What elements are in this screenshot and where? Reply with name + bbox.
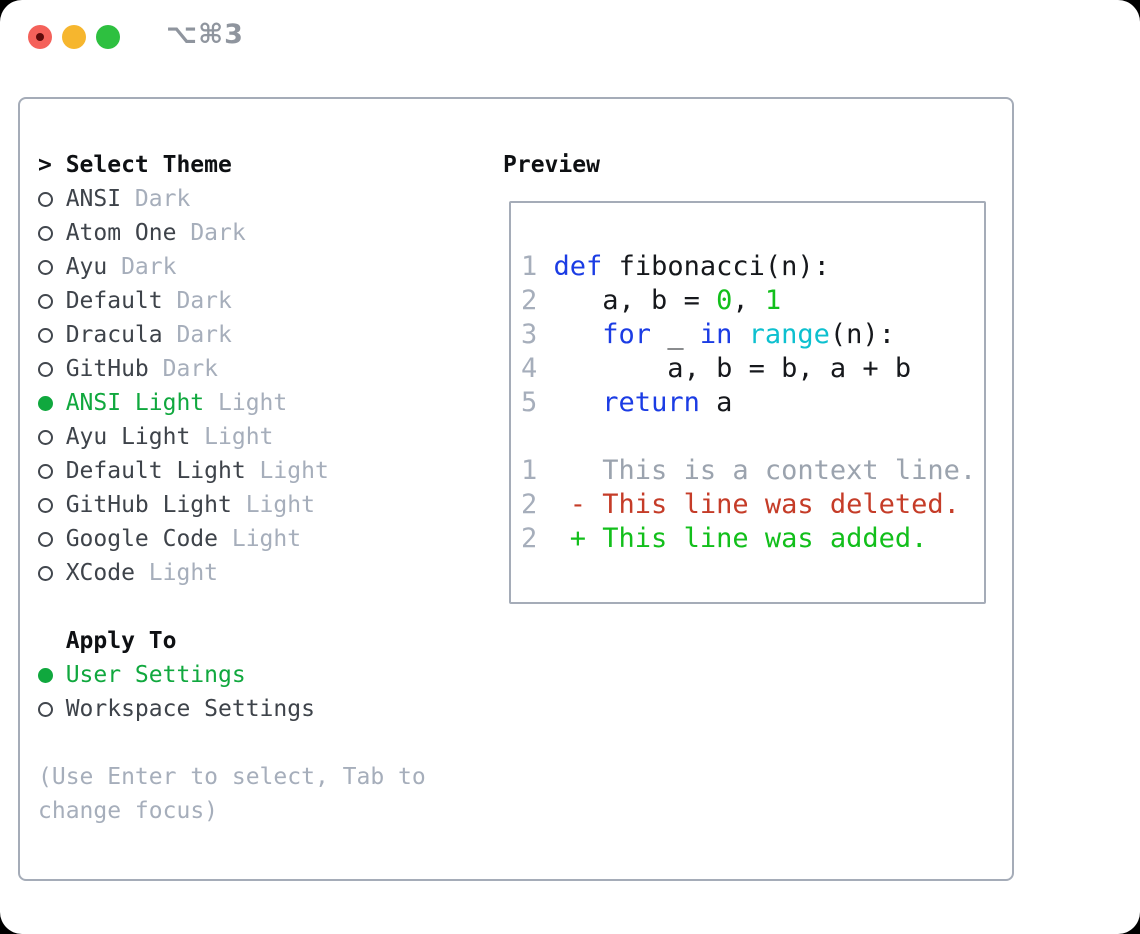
theme-option-default[interactable]: Default Dark — [38, 284, 329, 318]
radio-icon — [38, 216, 66, 250]
theme-variant-tag: Light — [190, 424, 274, 450]
apply-option-workspace-settings[interactable]: Workspace Settings — [38, 692, 315, 726]
code-line: 2 a, b = 0, 1 — [521, 285, 782, 316]
theme-option-github[interactable]: GitHub Dark — [38, 352, 329, 386]
line-number: 4 — [521, 353, 538, 384]
theme-list-title: Select Theme — [65, 152, 232, 178]
theme-option-atom-one[interactable]: Atom One Dark — [38, 216, 329, 250]
line-number: 2 — [521, 285, 538, 316]
code-line: 5 return a — [521, 387, 733, 418]
code-line: 1 def fibonacci(n): — [521, 251, 830, 282]
radio-icon — [38, 488, 66, 522]
theme-option-dracula[interactable]: Dracula Dark — [38, 318, 329, 352]
radio-icon — [38, 454, 66, 488]
hint-text: (Use Enter to select, Tab to change focus… — [38, 760, 426, 828]
theme-option-default-light[interactable]: Default Light Light — [38, 454, 329, 488]
radio-icon — [38, 692, 66, 726]
theme-name: Ayu Light — [65, 424, 191, 450]
theme-variant-tag: Dark — [176, 220, 246, 246]
theme-option-ayu[interactable]: Ayu Dark — [38, 250, 329, 284]
apply-to-header-row: Apply To — [38, 624, 315, 658]
theme-variant-tag: Dark — [107, 254, 177, 280]
window-title: ⌥⌘3 — [166, 19, 244, 50]
cursor-icon: > — [38, 152, 52, 178]
line-number: 5 — [521, 387, 538, 418]
theme-option-github-light[interactable]: GitHub Light Light — [38, 488, 329, 522]
radio-icon — [38, 182, 66, 216]
theme-name: ANSI Light — [65, 390, 205, 416]
radio-icon — [38, 556, 66, 590]
code-line: 4 a, b = b, a + b — [521, 353, 912, 384]
code-line — [521, 420, 976, 454]
radio-selected-icon — [38, 658, 66, 692]
radio-icon — [38, 522, 66, 556]
line-number: 2 — [521, 489, 538, 520]
theme-variant-tag: Light — [204, 390, 288, 416]
hint-line: change focus) — [38, 798, 219, 824]
theme-name: ANSI — [65, 186, 122, 212]
radio-icon — [38, 420, 66, 454]
theme-variant-tag: Light — [245, 458, 329, 484]
theme-name: Default Light — [65, 458, 246, 484]
theme-variant-tag: Dark — [162, 322, 232, 348]
code-line: 2 - This line was deleted. — [521, 489, 960, 520]
apply-option-label: User Settings — [65, 662, 246, 688]
theme-name: Ayu — [65, 254, 108, 280]
theme-option-ansi-light[interactable]: ANSI Light Light — [38, 386, 329, 420]
line-number: 3 — [521, 319, 538, 350]
theme-name: Atom One — [65, 220, 177, 246]
preview-title: Preview — [503, 152, 600, 178]
theme-variant-tag: Dark — [121, 186, 191, 212]
theme-name: Dracula — [65, 322, 163, 348]
radio-selected-icon — [38, 386, 66, 420]
code-line: 1 This is a context line. — [521, 455, 977, 486]
radio-icon — [38, 250, 66, 284]
theme-name: Default — [65, 288, 163, 314]
close-button[interactable] — [28, 25, 52, 49]
hint-line: (Use Enter to select, Tab to — [38, 764, 426, 790]
code-line: 3 for _ in range(n): — [521, 319, 895, 350]
theme-variant-tag: Light — [134, 560, 219, 586]
theme-option-ayu-light[interactable]: Ayu Light Light — [38, 420, 329, 454]
apply-option-label: Workspace Settings — [65, 696, 315, 722]
theme-list-header-row: > Select Theme — [38, 148, 329, 182]
theme-variant-tag: Light — [218, 526, 302, 552]
apply-option-user-settings[interactable]: User Settings — [38, 658, 315, 692]
code-line: 2 + This line was added. — [521, 523, 928, 554]
theme-option-xcode[interactable]: XCode Light — [38, 556, 329, 590]
theme-name: GitHub — [65, 356, 149, 382]
line-number: 1 — [521, 251, 538, 282]
radio-icon — [38, 318, 66, 352]
maximize-button[interactable] — [96, 25, 120, 49]
theme-variant-tag: Light — [231, 492, 315, 518]
line-number: 2 — [521, 523, 538, 554]
minimize-button[interactable] — [62, 25, 86, 49]
apply-to-title: Apply To — [65, 628, 177, 654]
theme-variant-tag: Dark — [148, 356, 219, 382]
line-number: 1 — [521, 455, 538, 486]
radio-icon — [38, 352, 66, 386]
theme-name: XCode — [65, 560, 135, 586]
theme-name: GitHub Light — [65, 492, 232, 518]
theme-option-google-code[interactable]: Google Code Light — [38, 522, 329, 556]
theme-variant-tag: Dark — [162, 288, 232, 314]
radio-icon — [38, 284, 66, 318]
theme-option-ansi[interactable]: ANSI Dark — [38, 182, 329, 216]
theme-name: Google Code — [65, 526, 219, 552]
